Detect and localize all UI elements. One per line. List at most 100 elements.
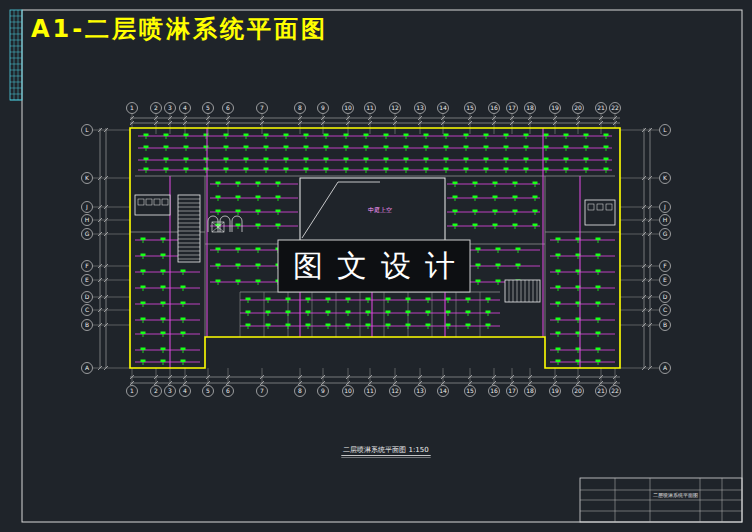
sprinkler-drop (446, 170, 447, 173)
grid-axis-line (93, 207, 130, 208)
sprinkler-drop (348, 300, 349, 303)
sprinkler-drop (598, 288, 599, 291)
sprinkler-head (346, 298, 351, 301)
grid-axis-line (170, 114, 171, 128)
sprinkler-drop (475, 184, 476, 187)
sprinkler-drop (258, 266, 259, 269)
axis-bubble (507, 386, 518, 397)
sprinkler-drop (306, 170, 307, 173)
sprinkler-head (326, 324, 331, 327)
sprinkler-head (524, 168, 529, 171)
sprinkler-drop (586, 160, 587, 163)
sprinkler-drop (258, 198, 259, 201)
sprinkler-head (513, 224, 518, 227)
sprinkler-drop (166, 160, 167, 163)
sprinkler-drop (406, 136, 407, 139)
sprinkler-head (453, 210, 458, 213)
title-block-rule (580, 490, 742, 491)
sprinkler-head (276, 182, 281, 185)
sprinkler-head (426, 311, 431, 314)
sprinkler-head (596, 332, 601, 335)
wall (336, 292, 337, 337)
sprinkler-head (473, 224, 478, 227)
sprinkler-drop (268, 313, 269, 316)
sprinkler-head (236, 280, 241, 283)
sprinkler-drop (308, 300, 309, 303)
sprinkler-head (544, 146, 549, 149)
sprinkler-head (533, 196, 538, 199)
caption-underline (341, 457, 430, 458)
sprinkler-head (453, 224, 458, 227)
sprinkler-drop (368, 326, 369, 329)
sprinkler-head (216, 182, 221, 185)
sprinkler-drop (183, 334, 184, 337)
sprinkler-head (284, 168, 289, 171)
sprinkler-drop (428, 313, 429, 316)
sprinkler-drop (258, 282, 259, 285)
sprinkler-head (533, 182, 538, 185)
wall (208, 128, 209, 134)
sprinkler-head (244, 168, 249, 171)
grid-axis-line (156, 114, 157, 128)
grid-axis-line (93, 220, 130, 221)
sprinkler-head (216, 196, 221, 199)
sprinkler-drop (406, 170, 407, 173)
sprinkler-head (204, 158, 209, 161)
sprinkler-drop (406, 148, 407, 151)
axis-number: F (663, 263, 666, 269)
grid-axis-line (370, 368, 371, 385)
wall (480, 292, 481, 337)
sprinkler-head (444, 134, 449, 137)
axis-bubble (660, 363, 671, 374)
sprinkler-drop (566, 148, 567, 151)
sprinkler-head (386, 311, 391, 314)
sprinkler-drop (268, 326, 269, 329)
axis-number: 9 (321, 105, 325, 111)
sprinkler-drop (238, 184, 239, 187)
axis-number: J (664, 204, 666, 210)
sprinkler-head (144, 146, 149, 149)
branch-pipe (138, 160, 612, 161)
grid-axis-line (512, 368, 513, 385)
sprinkler-head (464, 168, 469, 171)
drawing-border (22, 10, 742, 522)
sprinkler-drop (326, 136, 327, 139)
sprinkler-drop (348, 313, 349, 316)
sprinkler-drop (598, 304, 599, 307)
sprinkler-drop (326, 170, 327, 173)
sprinkler-head (141, 360, 146, 363)
sprinkler-head (161, 270, 166, 273)
main-pipe (543, 128, 544, 337)
sprinkler-head (216, 210, 221, 213)
caption-underline (341, 455, 430, 456)
stair-tread (178, 259, 200, 260)
grid-axis-line (170, 368, 171, 385)
sprinkler-drop (286, 136, 287, 139)
sprinkler-drop (486, 160, 487, 163)
interior-walls (130, 128, 620, 337)
axis-bubble (82, 202, 93, 213)
axis-number: 15 (466, 388, 474, 394)
stair-tread (178, 239, 200, 240)
sprinkler-drop (558, 320, 559, 323)
sprinkler-drop (278, 198, 279, 201)
stair-tread (529, 280, 530, 302)
axis-number: G (85, 231, 90, 237)
sprinkler-drop (266, 148, 267, 151)
wall (264, 292, 265, 337)
sprinkler-head (556, 332, 561, 335)
sprinkler-drop (495, 198, 496, 201)
sprinkler-drop (146, 160, 147, 163)
sprinkler-head (564, 146, 569, 149)
sprinkler-head (504, 134, 509, 137)
sprinkler-head (493, 196, 498, 199)
sprinkler-head (513, 196, 518, 199)
sprinkler-drop (426, 170, 427, 173)
sprinkler-drop (586, 170, 587, 173)
binding-strip (10, 10, 22, 100)
sprinkler-drop (526, 160, 527, 163)
axis-number: 18 (526, 388, 534, 394)
axis-number: 11 (366, 388, 374, 394)
sprinkler-head (424, 146, 429, 149)
elevator-cross (212, 222, 224, 232)
